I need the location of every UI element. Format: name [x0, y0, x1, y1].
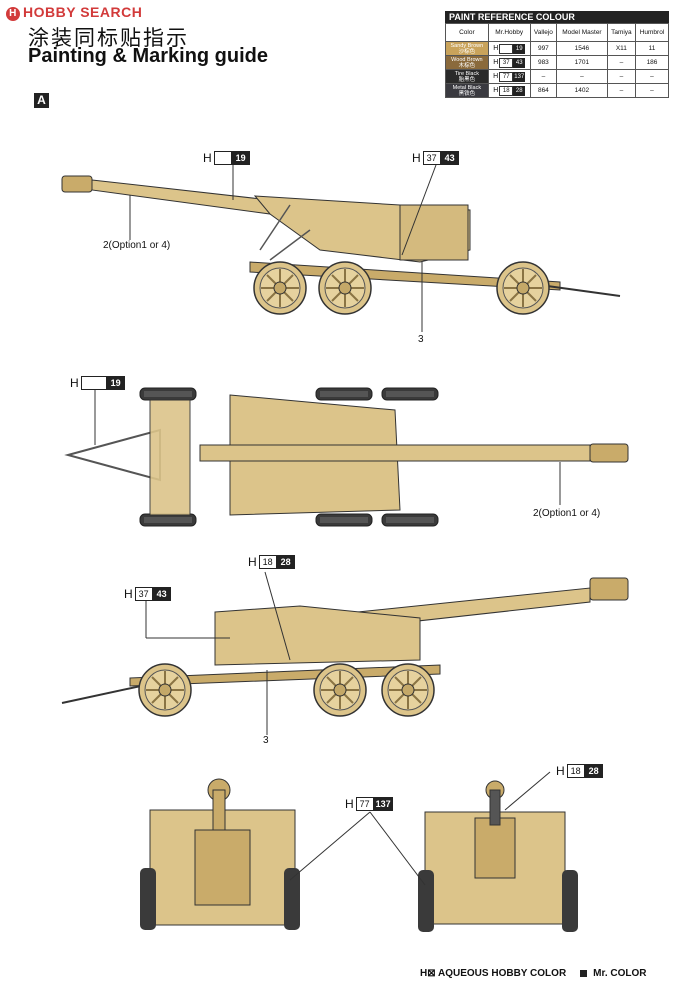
paint-table-header: Color Mr.Hobby Vallejo Model Master Tami…	[445, 23, 670, 42]
top-view	[64, 387, 629, 527]
section-label: A	[34, 93, 49, 108]
tamiya-code: –	[606, 83, 636, 98]
vallejo-code: 864	[529, 83, 558, 98]
paint-reference-table: PAINT REFERENCE COLOUR Color Mr.Hobby Va…	[445, 11, 670, 98]
paint-table-title: PAINT REFERENCE COLOUR	[445, 11, 669, 23]
page-title: Painting & Marking guide	[28, 45, 269, 67]
muzzle-brake	[589, 443, 629, 463]
option-label: 2(Option1 or 4)	[103, 240, 171, 251]
vallejo-code: –	[529, 69, 558, 84]
square-icon	[580, 970, 588, 977]
page-title-chinese: 涂装同标贴指示	[28, 26, 189, 50]
side-view-right	[61, 571, 629, 735]
aqueous-hobby-color-label: H⊠ AQUEOUS HOBBY COLOR	[420, 968, 567, 979]
mr-color-label: Mr. COLOR	[593, 968, 647, 979]
side-view-left	[61, 164, 621, 332]
muzzle-brake	[589, 577, 629, 601]
humbrol-code: –	[634, 83, 670, 98]
rear-view	[140, 778, 300, 930]
header-humbrol: Humbrol	[634, 23, 670, 42]
muzzle-brake	[61, 175, 93, 193]
option-label: 2(Option1 or 4)	[533, 508, 601, 519]
footer-legend: H⊠ AQUEOUS HOBBY COLOR Mr. COLOR	[420, 968, 647, 979]
hobby-search-logo-icon: H	[6, 7, 20, 21]
part-number-label: 3	[263, 735, 269, 746]
front-view	[418, 771, 578, 932]
part-number-label: 3	[418, 334, 424, 345]
